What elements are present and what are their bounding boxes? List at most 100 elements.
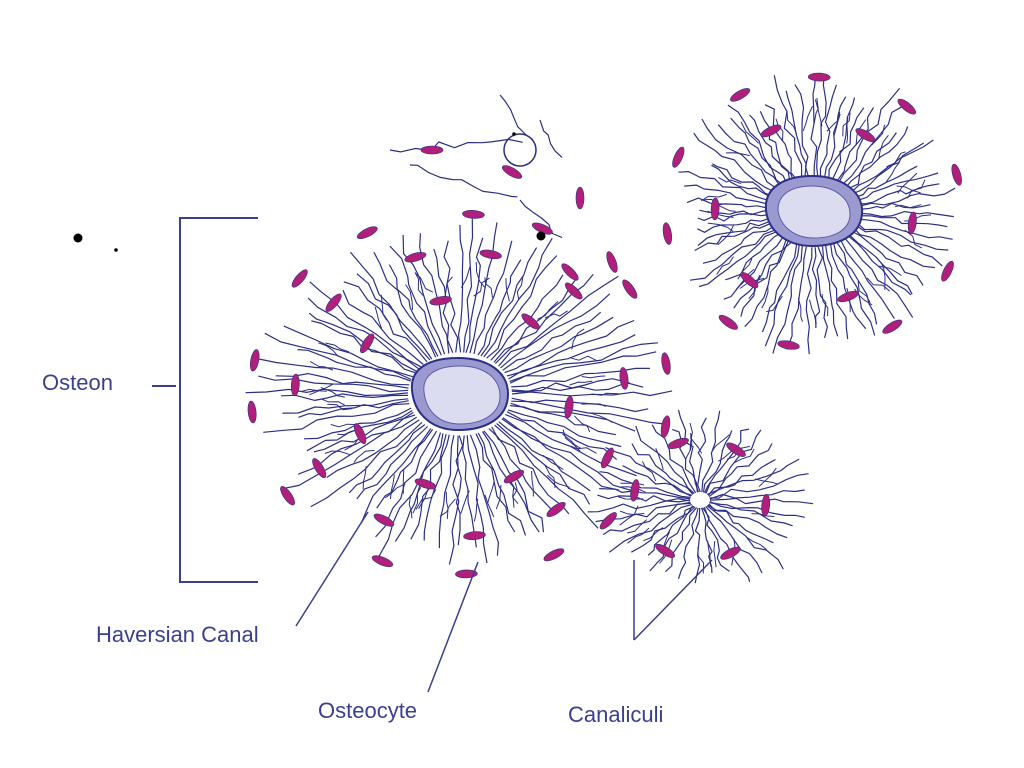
canaliculus-line bbox=[857, 215, 948, 228]
osteocyte-cell bbox=[290, 373, 300, 397]
canaliculus-line bbox=[448, 435, 460, 565]
canaliculus-line bbox=[423, 434, 450, 541]
canaliculus-line bbox=[298, 400, 409, 418]
canaliculus-line bbox=[809, 299, 817, 325]
canaliculus-line bbox=[740, 240, 789, 317]
canaliculus-line bbox=[885, 161, 901, 183]
canaliculus-line bbox=[678, 171, 773, 202]
canaliculus-line bbox=[794, 84, 810, 178]
canaliculus-line bbox=[324, 450, 351, 456]
canaliculus-line bbox=[845, 132, 897, 189]
osteocyte-cell bbox=[360, 333, 375, 354]
canaliculus-line bbox=[708, 458, 800, 497]
canaliculus-line bbox=[635, 425, 695, 494]
canaliculus-line bbox=[405, 284, 413, 310]
canaliculus-line bbox=[677, 409, 699, 493]
canaliculus-line bbox=[499, 94, 534, 141]
canaliculus-line bbox=[511, 382, 644, 393]
canaliculus-line bbox=[570, 445, 597, 454]
canaliculus-line bbox=[841, 105, 904, 186]
canaliculus-line bbox=[373, 251, 437, 358]
canaliculus-line bbox=[573, 415, 591, 433]
canaliculus-line bbox=[879, 265, 902, 276]
osteocyte-cell bbox=[855, 128, 876, 143]
canaliculus-line bbox=[511, 367, 650, 388]
canaliculus-line bbox=[702, 430, 733, 493]
osteocyte-cell bbox=[373, 513, 395, 527]
canaliculus-line bbox=[684, 184, 772, 206]
canaliculus-line bbox=[802, 105, 814, 132]
canaliculus-line bbox=[855, 172, 939, 202]
osteocyte-cell bbox=[760, 124, 782, 138]
canaliculus-line bbox=[727, 104, 788, 185]
osteocyte-cell bbox=[622, 279, 638, 299]
canaliculus-line bbox=[677, 507, 699, 579]
canaliculus-line bbox=[706, 443, 773, 495]
canaliculus-line bbox=[509, 405, 617, 436]
canaliculus-line bbox=[857, 187, 956, 208]
canaliculus-line bbox=[477, 259, 522, 356]
canaliculus-line bbox=[896, 185, 921, 194]
canaliculus-line bbox=[689, 229, 777, 281]
canaliculus-line bbox=[343, 281, 428, 363]
osteon-bracket bbox=[179, 217, 258, 583]
canaliculus-line bbox=[457, 224, 464, 353]
canaliculus-line bbox=[833, 111, 841, 137]
canaliculus-line bbox=[766, 295, 783, 312]
canaliculus-line bbox=[814, 99, 823, 127]
osteocyte-cell bbox=[325, 293, 342, 312]
osteocyte-cell bbox=[575, 186, 585, 210]
canaliculus-line bbox=[620, 482, 645, 486]
canaliculus-line bbox=[283, 325, 413, 378]
canaliculus-line bbox=[502, 417, 637, 493]
canaliculus-line bbox=[484, 277, 493, 298]
canaliculus-line bbox=[854, 224, 943, 267]
canaliculus-line bbox=[258, 375, 409, 393]
canaliculus-line bbox=[707, 222, 734, 232]
canaliculus-line bbox=[816, 246, 828, 339]
canaliculus-line bbox=[797, 297, 803, 322]
canaliculus-line bbox=[822, 246, 839, 337]
canaliculus-line bbox=[894, 204, 922, 209]
canaliculus-line bbox=[322, 398, 345, 406]
canaliculus-line bbox=[843, 237, 914, 318]
osteocyte-label: Osteocyte bbox=[318, 698, 418, 723]
canaliculus-line bbox=[759, 111, 794, 182]
canaliculus-line bbox=[754, 478, 779, 485]
canaliculus-line bbox=[840, 239, 895, 319]
canaliculus-line bbox=[851, 139, 934, 195]
canaliculus-line bbox=[853, 227, 935, 269]
osteocyte-cell bbox=[660, 415, 671, 438]
canaliculus-line bbox=[786, 110, 798, 135]
canaliculus-line bbox=[384, 483, 406, 499]
canaliculus-line bbox=[501, 418, 619, 491]
osteocyte-cell bbox=[730, 88, 751, 102]
canaliculus-line bbox=[857, 218, 953, 240]
canaliculus-line bbox=[733, 448, 755, 464]
canaliculus-line bbox=[655, 448, 664, 471]
osteocyte-cell bbox=[599, 512, 617, 530]
canaliculus-line bbox=[702, 225, 775, 264]
canaliculus-line bbox=[627, 519, 648, 534]
canaliculi-leader-line-2 bbox=[633, 559, 713, 641]
canaliculus-line bbox=[496, 423, 591, 505]
canaliculus-line bbox=[664, 507, 698, 573]
canaliculus-line bbox=[469, 434, 499, 556]
canaliculus-line bbox=[506, 411, 618, 461]
canaliculus-line bbox=[512, 482, 518, 508]
osteocyte-group bbox=[247, 72, 962, 579]
canaliculus-line bbox=[487, 481, 495, 504]
osteocyte-cell bbox=[619, 367, 629, 390]
canaliculus-line bbox=[711, 164, 774, 200]
osteon-label: Osteon bbox=[42, 370, 113, 395]
canaliculus-line bbox=[855, 221, 949, 251]
canaliculus-line bbox=[810, 73, 818, 177]
canaliculus-line bbox=[353, 449, 375, 463]
canaliculus-line bbox=[701, 118, 780, 191]
canaliculus-line bbox=[693, 132, 778, 194]
canaliculus-line bbox=[480, 247, 538, 357]
canaliculus-line bbox=[546, 474, 570, 488]
canaliculus-line bbox=[587, 498, 691, 513]
small-canal bbox=[503, 133, 537, 167]
haversian-canal-secondary bbox=[764, 174, 864, 248]
